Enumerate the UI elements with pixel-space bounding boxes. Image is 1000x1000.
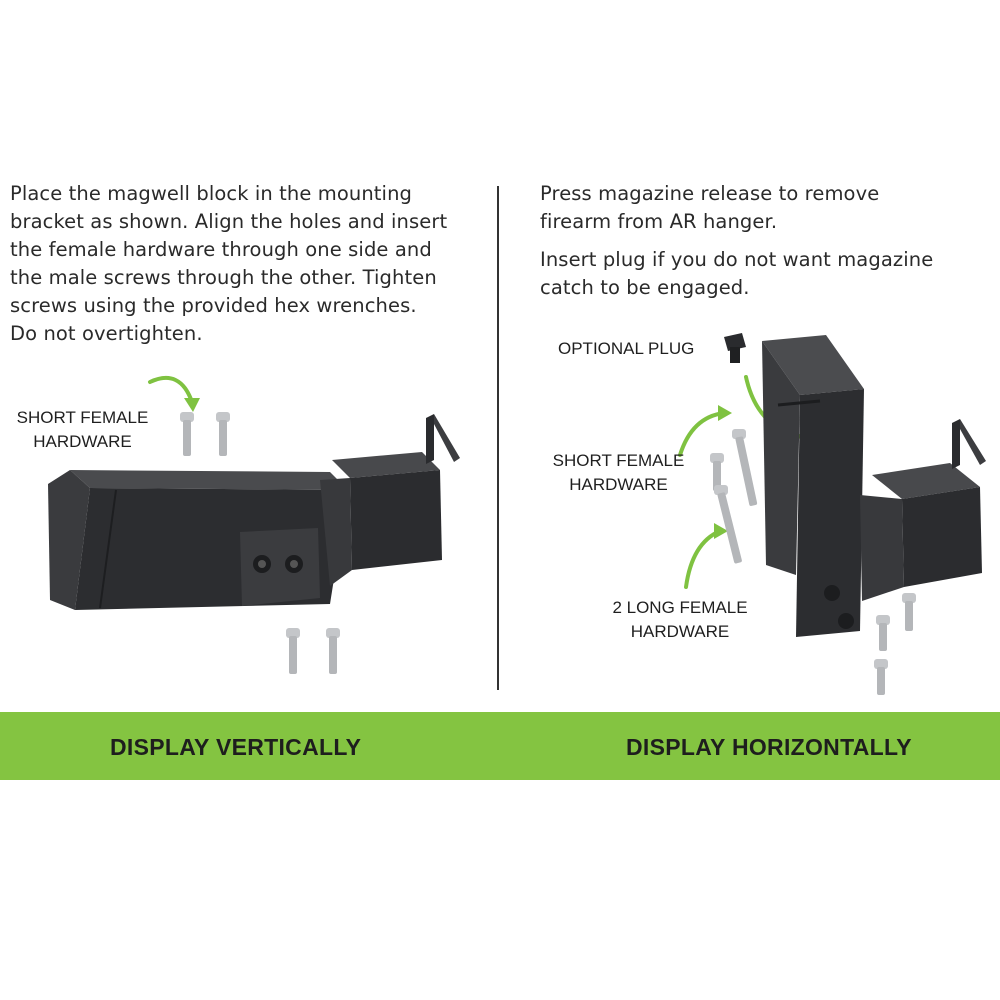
- short-female-hardware-label-left: SHORT FEMALE HARDWARE: [16, 408, 149, 451]
- arrow-icon: [678, 405, 732, 457]
- screw-icon: [874, 659, 888, 695]
- screw-icon: [216, 412, 230, 456]
- right-instructions-plug: Insert plug if you do not want magazine …: [540, 248, 934, 299]
- right-instructions-release: Press magazine release to remove firearm…: [540, 182, 880, 233]
- screw-icon: [180, 412, 194, 456]
- display-options-banner: DISPLAY VERTICALLY DISPLAY HORIZONTALLY: [0, 712, 1000, 780]
- short-female-hardware-label-right: SHORT FEMALE HARDWARE: [552, 451, 685, 494]
- arrow-icon: [684, 523, 728, 589]
- arrow-icon: [148, 376, 200, 412]
- column-divider: [497, 186, 499, 690]
- optional-plug-icon: [724, 333, 746, 363]
- display-vertically-heading: DISPLAY VERTICALLY: [110, 734, 362, 760]
- horizontal-assembly-illustration: [678, 333, 986, 695]
- magwell-block: [762, 335, 864, 637]
- optional-plug-label: OPTIONAL PLUG: [558, 339, 695, 358]
- ar-hanger: [320, 414, 460, 586]
- screw-icon: [286, 628, 300, 674]
- screw-icon: [876, 615, 890, 651]
- screw-icon: [714, 485, 742, 564]
- screw-icon: [326, 628, 340, 674]
- left-instructions: Place the magwell block in the mounting …: [10, 182, 448, 345]
- screw-icon: [710, 453, 724, 491]
- long-female-hardware-label: 2 LONG FEMALE HARDWARE: [612, 598, 748, 641]
- screw-icon: [732, 429, 758, 506]
- display-horizontally-heading: DISPLAY HORIZONTALLY: [626, 734, 912, 760]
- screw-icon: [902, 593, 916, 631]
- mounting-bracket: [240, 528, 320, 606]
- vertical-assembly-illustration: [48, 376, 460, 674]
- ar-hanger: [860, 419, 986, 601]
